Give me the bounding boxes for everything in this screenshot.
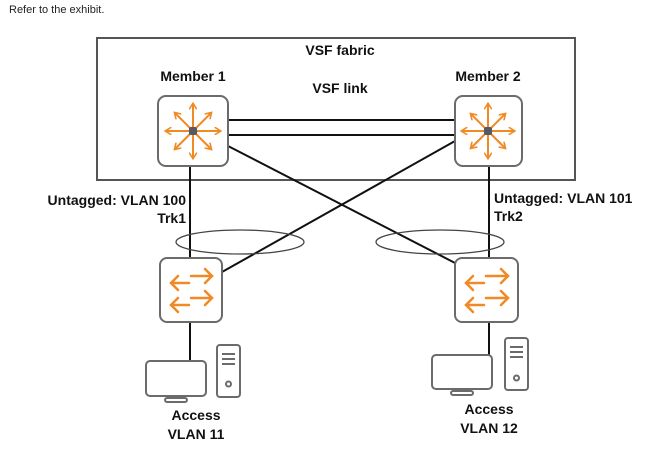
access-1-line2: VLAN 11 (168, 426, 225, 442)
member-1-switch (157, 95, 229, 167)
trk1-label: Trk1 (157, 210, 186, 226)
computer-tower-icon (216, 344, 241, 398)
access-switch-2 (454, 257, 519, 323)
trk2-label: Trk2 (494, 208, 523, 224)
workstation-1 (145, 344, 241, 403)
untagged-vlan-100-label: Untagged: VLAN 100 (48, 192, 187, 208)
untagged-vlan-101-label: Untagged: VLAN 101 (494, 190, 633, 206)
member-2-label: Member 2 (455, 68, 521, 84)
computer-tower-icon (504, 337, 529, 391)
access-switch-1 (159, 257, 223, 323)
member-2-switch (454, 95, 523, 167)
access-1-line1: Access (171, 407, 220, 423)
access-2-line1: Access (464, 401, 513, 417)
exhibit-caption: Refer to the exhibit. (9, 4, 105, 16)
link-member2-access1 (221, 140, 456, 273)
trunk-1-ellipse (175, 229, 305, 255)
vsf-link-label: VSF link (312, 80, 367, 96)
member-1-label: Member 1 (160, 68, 226, 84)
monitor-icon (431, 354, 493, 390)
monitor-icon (145, 360, 207, 397)
vsf-fabric-label: VSF fabric (305, 42, 374, 58)
workstation-2 (431, 337, 529, 396)
trunk-2-ellipse (375, 229, 505, 255)
access-2-line2: VLAN 12 (460, 420, 518, 436)
vsf-fabric-box (96, 37, 576, 181)
access-switch-icon (169, 267, 214, 314)
access-switch-icon (464, 267, 510, 314)
